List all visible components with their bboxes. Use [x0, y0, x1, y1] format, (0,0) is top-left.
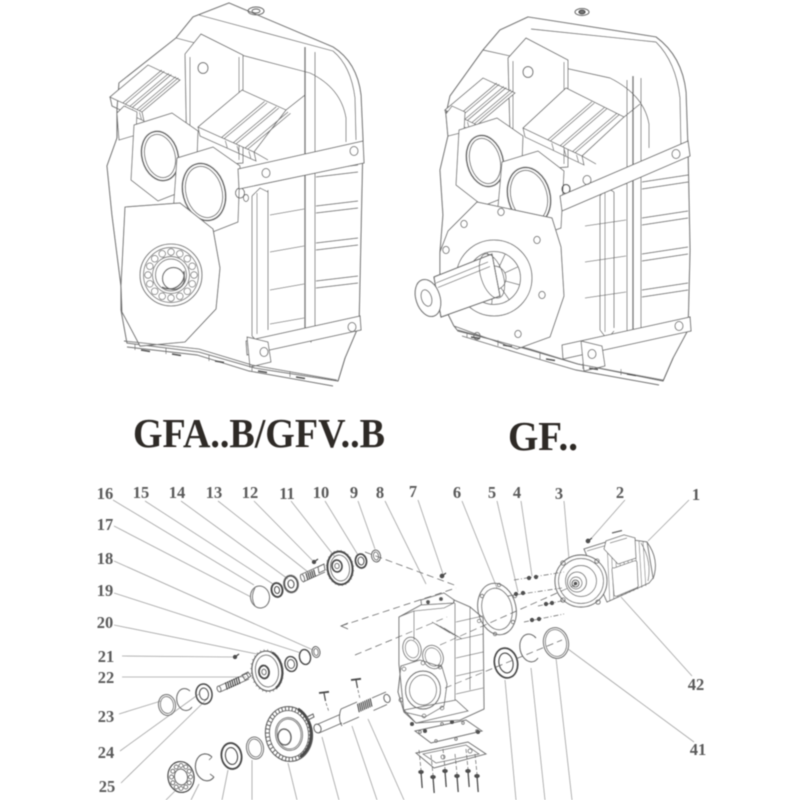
svg-text:3: 3 [555, 484, 563, 503]
svg-text:22: 22 [98, 668, 115, 687]
svg-text:41: 41 [690, 740, 707, 759]
svg-text:GF..: GF.. [508, 413, 578, 459]
svg-text:20: 20 [97, 613, 114, 632]
svg-text:10: 10 [313, 483, 330, 502]
svg-text:1: 1 [692, 485, 700, 504]
svg-text:16: 16 [97, 484, 114, 503]
svg-text:8: 8 [376, 483, 384, 502]
svg-text:21: 21 [98, 647, 115, 666]
svg-text:25: 25 [99, 777, 116, 796]
svg-text:18: 18 [97, 549, 114, 568]
svg-text:9: 9 [350, 483, 358, 502]
svg-text:5: 5 [488, 483, 496, 502]
svg-text:17: 17 [97, 515, 114, 534]
svg-text:15: 15 [133, 483, 150, 502]
svg-text:13: 13 [206, 483, 223, 502]
svg-text:11: 11 [279, 484, 295, 503]
svg-text:24: 24 [98, 743, 115, 762]
svg-text:19: 19 [97, 581, 114, 600]
svg-text:42: 42 [688, 675, 705, 694]
svg-text:2: 2 [616, 483, 624, 502]
svg-text:GFA..B/GFV..B: GFA..B/GFV..B [133, 410, 385, 456]
svg-text:12: 12 [242, 483, 259, 502]
svg-text:6: 6 [453, 483, 461, 502]
svg-text:7: 7 [409, 482, 417, 501]
svg-text:4: 4 [513, 483, 521, 502]
svg-text:23: 23 [98, 707, 115, 726]
svg-text:14: 14 [169, 483, 186, 502]
